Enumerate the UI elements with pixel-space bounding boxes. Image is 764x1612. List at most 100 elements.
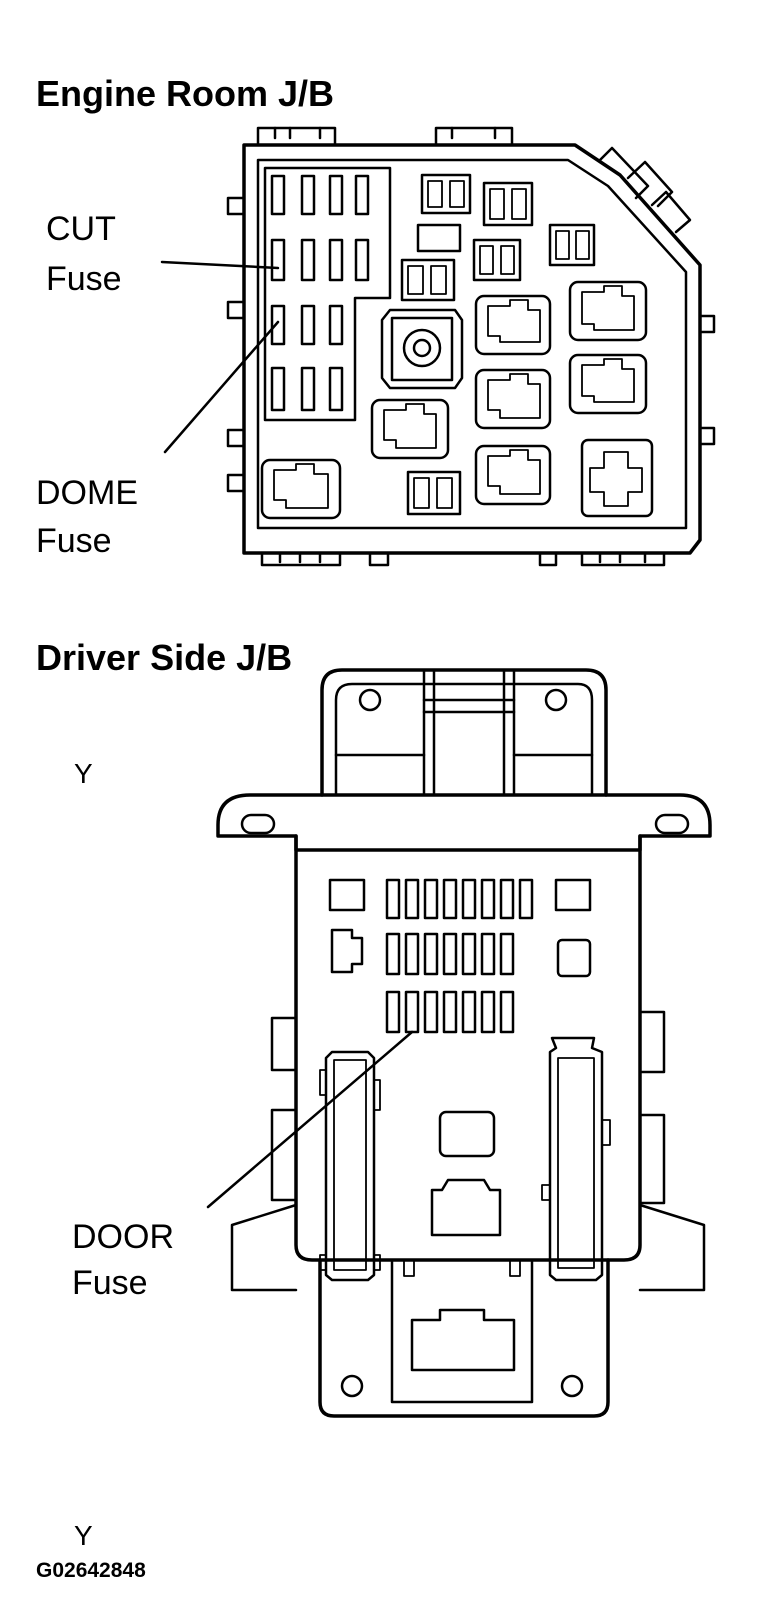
mini-fuse [300, 304, 316, 346]
dome-fuse-label-line2: Fuse [36, 522, 112, 560]
mini-fuse [480, 878, 496, 920]
driver-side-title: Driver Side J/B [36, 637, 293, 678]
flange [216, 793, 712, 852]
mini-fuse [423, 932, 439, 976]
double-fuse-holder [400, 258, 456, 302]
engine-room-tab-top [256, 126, 337, 147]
engine-room-side-tab [698, 426, 716, 446]
top-bracket-rib [422, 668, 516, 797]
mini-fuse [499, 990, 515, 1034]
ear-slot [240, 813, 276, 835]
engine-room-bottom-tab [538, 551, 558, 567]
mini-fuse [442, 990, 458, 1034]
double-fuse-holder [406, 470, 462, 516]
bottom-bracket-inner [390, 1258, 534, 1404]
side-tab [270, 1016, 298, 1072]
relay-socket [370, 398, 450, 460]
center-connector [430, 1178, 502, 1237]
driver-side-junction-box [206, 668, 712, 1418]
mini-fuse [300, 174, 316, 216]
bottom-bracket-rib [403, 1259, 521, 1277]
engine-room-corner-latch [650, 190, 692, 234]
engine-room-side-tab [698, 314, 716, 334]
bottom-connector [410, 1308, 516, 1372]
engine-room-fuse-row [270, 304, 344, 346]
mini-fuse [300, 238, 316, 282]
engine-room-side-tab [226, 428, 246, 448]
engine-room-fuse-row [270, 366, 344, 412]
fuse-row-bottom [385, 990, 515, 1034]
mini-fuse [461, 878, 477, 920]
mini-fuse [518, 878, 534, 920]
engine-room-fuse-row [270, 238, 370, 282]
engine-room-bottom-tab [580, 551, 666, 567]
top-bracket-rib [422, 698, 516, 714]
mini-fuse-cut [270, 238, 286, 282]
mini-fuse-door [404, 990, 420, 1034]
mini-fuse [270, 174, 286, 216]
side-flap-left [230, 1203, 298, 1292]
engine-room-corner-latch [598, 146, 650, 200]
center-connector [438, 1110, 496, 1158]
mini-fuse [404, 932, 420, 976]
engine-room-tab-top [434, 126, 514, 147]
engine-room-housing-outline [242, 143, 702, 555]
engine-room-bottom-tab [368, 551, 390, 567]
mini-fuse [499, 878, 515, 920]
mounting-hole [358, 688, 382, 712]
main-body [294, 834, 642, 1262]
engine-room-fuse-block [263, 166, 392, 422]
engine-room-side-tab [226, 300, 246, 320]
mini-fuse [328, 174, 344, 216]
cut-fuse-leader [160, 260, 280, 270]
mini-fuse [442, 878, 458, 920]
relay-socket [568, 280, 648, 342]
double-fuse-holder [482, 181, 534, 227]
engine-room-side-tab [226, 196, 246, 216]
cut-fuse-label-line1: CUT [46, 210, 116, 248]
mounting-hole [560, 1374, 584, 1398]
top-bracket-inner [334, 682, 594, 797]
engine-room-fuse-row [270, 174, 370, 216]
ear-slot [654, 813, 690, 835]
mini-fuse [404, 878, 420, 920]
fuse-row-top [385, 878, 534, 920]
mini-fuse [461, 990, 477, 1034]
mini-fuse [300, 366, 316, 412]
blank-slot [328, 878, 366, 912]
relay-socket-large [580, 438, 654, 518]
blank-fuse-slot [416, 223, 462, 253]
engine-room-side-tab [226, 473, 246, 493]
relay-socket [474, 294, 552, 356]
mini-fuse [442, 932, 458, 976]
mini-fuse [328, 238, 344, 282]
relay-socket [568, 353, 648, 415]
dome-fuse-label-line1: DOME [36, 474, 138, 512]
long-connector-right [541, 1036, 611, 1282]
side-tab [638, 1010, 666, 1074]
mini-fuse [385, 878, 401, 920]
mounting-hole [340, 1374, 364, 1398]
side-tab [638, 1113, 666, 1205]
engine-room-bottom-tab [260, 551, 342, 567]
fuse-row-middle [385, 932, 515, 976]
engine-room-tab-top [273, 126, 322, 140]
double-fuse-holder [548, 223, 596, 267]
engine-room-housing-inner [256, 158, 688, 530]
door-fuse-label-line2: Fuse [72, 1264, 148, 1302]
relay-socket [260, 458, 342, 520]
marker-y-top: Y [74, 758, 93, 789]
engine-room-corner-latch [626, 160, 674, 208]
side-flap-right [638, 1203, 706, 1292]
engine-room-tab-top [450, 126, 497, 140]
relay-socket [474, 368, 552, 430]
mini-fuse [499, 932, 515, 976]
mini-fuse-dome [270, 304, 286, 346]
mini-fuse [270, 366, 286, 412]
mounting-hole [544, 688, 568, 712]
blank-slot [554, 878, 592, 912]
mini-fuse [354, 238, 370, 282]
side-tab [270, 1108, 298, 1202]
double-fuse-holder [420, 173, 472, 215]
